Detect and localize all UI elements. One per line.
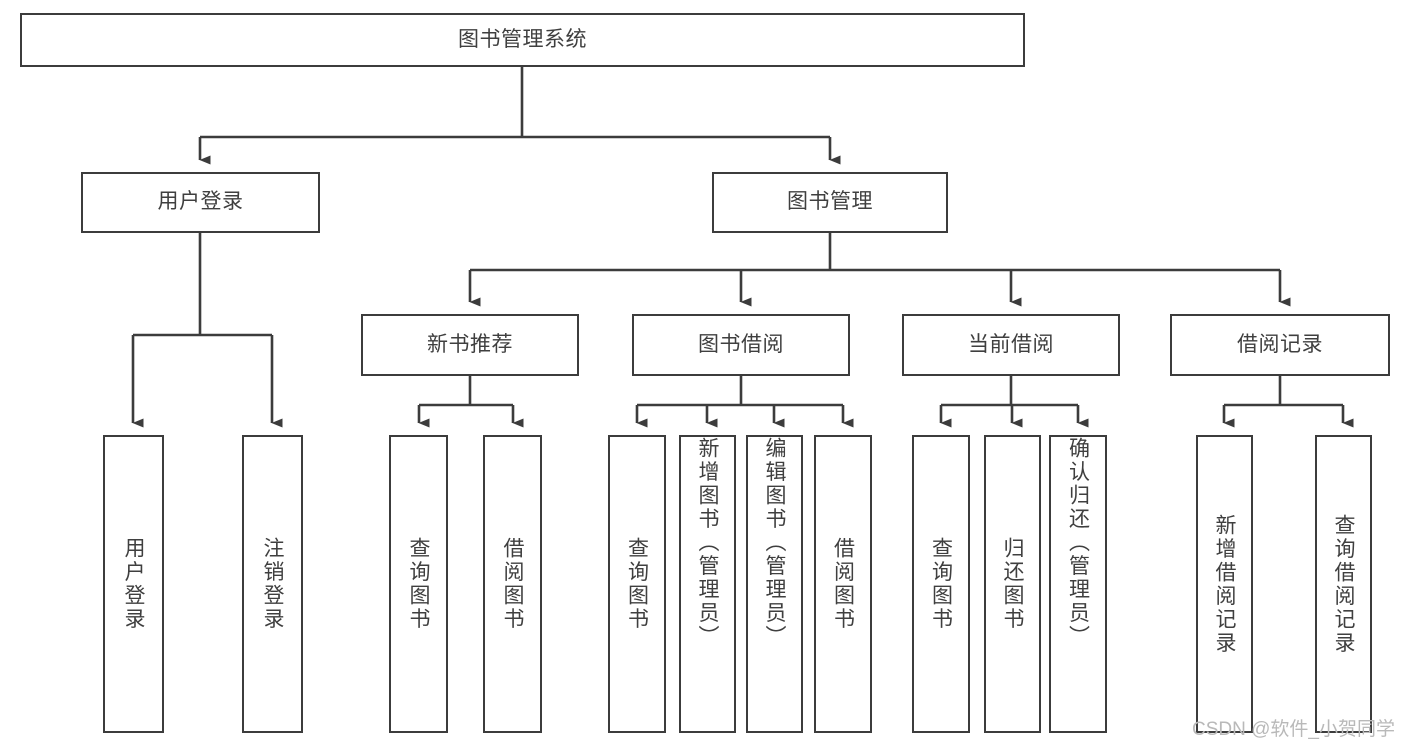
node-borrow-record[interactable]: 借阅记录 [1170, 314, 1390, 376]
node-leaf-add-borrow-record-label: 新增借阅记录 [1213, 513, 1236, 655]
node-leaf-borrow-book-1[interactable]: 借阅图书 [483, 435, 542, 733]
node-current-borrow-label: 当前借阅 [968, 332, 1054, 356]
node-leaf-add-borrow-record[interactable]: 新增借阅记录 [1196, 435, 1253, 733]
node-leaf-borrow-book-1-label: 借阅图书 [501, 537, 524, 631]
node-leaf-borrow-book-2-label: 借阅图书 [831, 537, 855, 631]
node-leaf-add-book-admin-label: 新增图书（管理员） [696, 437, 719, 649]
node-leaf-borrow-book-2[interactable]: 借阅图书 [814, 435, 872, 733]
node-leaf-return-book-label: 归还图书 [1001, 537, 1024, 631]
csdn-watermark: CSDN @软件_小贺同学 [1192, 719, 1395, 740]
node-leaf-query-borrow-record-label: 查询借阅记录 [1332, 513, 1355, 655]
node-leaf-confirm-return-admin[interactable]: 确认归还（管理员） [1049, 435, 1107, 733]
node-leaf-edit-book-admin-label: 编辑图书（管理员） [763, 437, 786, 649]
node-leaf-query-book-2[interactable]: 查询图书 [608, 435, 666, 733]
node-leaf-query-borrow-record[interactable]: 查询借阅记录 [1315, 435, 1372, 733]
node-user-login[interactable]: 用户登录 [81, 172, 320, 233]
node-book-management[interactable]: 图书管理 [712, 172, 948, 233]
node-leaf-query-book-3-label: 查询图书 [929, 537, 953, 631]
node-leaf-logout[interactable]: 注销登录 [242, 435, 303, 733]
node-root-label: 图书管理系统 [458, 27, 587, 51]
node-book-borrow-label: 图书借阅 [698, 332, 784, 356]
node-leaf-confirm-return-admin-label: 确认归还（管理员） [1066, 437, 1090, 649]
node-borrow-record-label: 借阅记录 [1237, 332, 1323, 356]
node-current-borrow[interactable]: 当前借阅 [902, 314, 1120, 376]
node-user-login-label: 用户登录 [157, 190, 244, 214]
node-leaf-user-login[interactable]: 用户登录 [103, 435, 164, 733]
node-root[interactable]: 图书管理系统 [20, 13, 1025, 67]
node-book-management-label: 图书管理 [787, 190, 873, 214]
node-new-book-recommend[interactable]: 新书推荐 [361, 314, 579, 376]
node-book-borrow[interactable]: 图书借阅 [632, 314, 850, 376]
node-new-book-recommend-label: 新书推荐 [427, 332, 513, 356]
node-leaf-logout-label: 注销登录 [261, 537, 284, 631]
node-leaf-query-book-3[interactable]: 查询图书 [912, 435, 970, 733]
node-leaf-query-book-1[interactable]: 查询图书 [389, 435, 448, 733]
node-leaf-return-book[interactable]: 归还图书 [984, 435, 1041, 733]
node-leaf-query-book-2-label: 查询图书 [625, 537, 649, 631]
node-leaf-user-login-label: 用户登录 [122, 537, 145, 631]
node-leaf-add-book-admin[interactable]: 新增图书（管理员） [679, 435, 736, 733]
node-leaf-query-book-1-label: 查询图书 [407, 537, 430, 631]
node-leaf-edit-book-admin[interactable]: 编辑图书（管理员） [746, 435, 803, 733]
